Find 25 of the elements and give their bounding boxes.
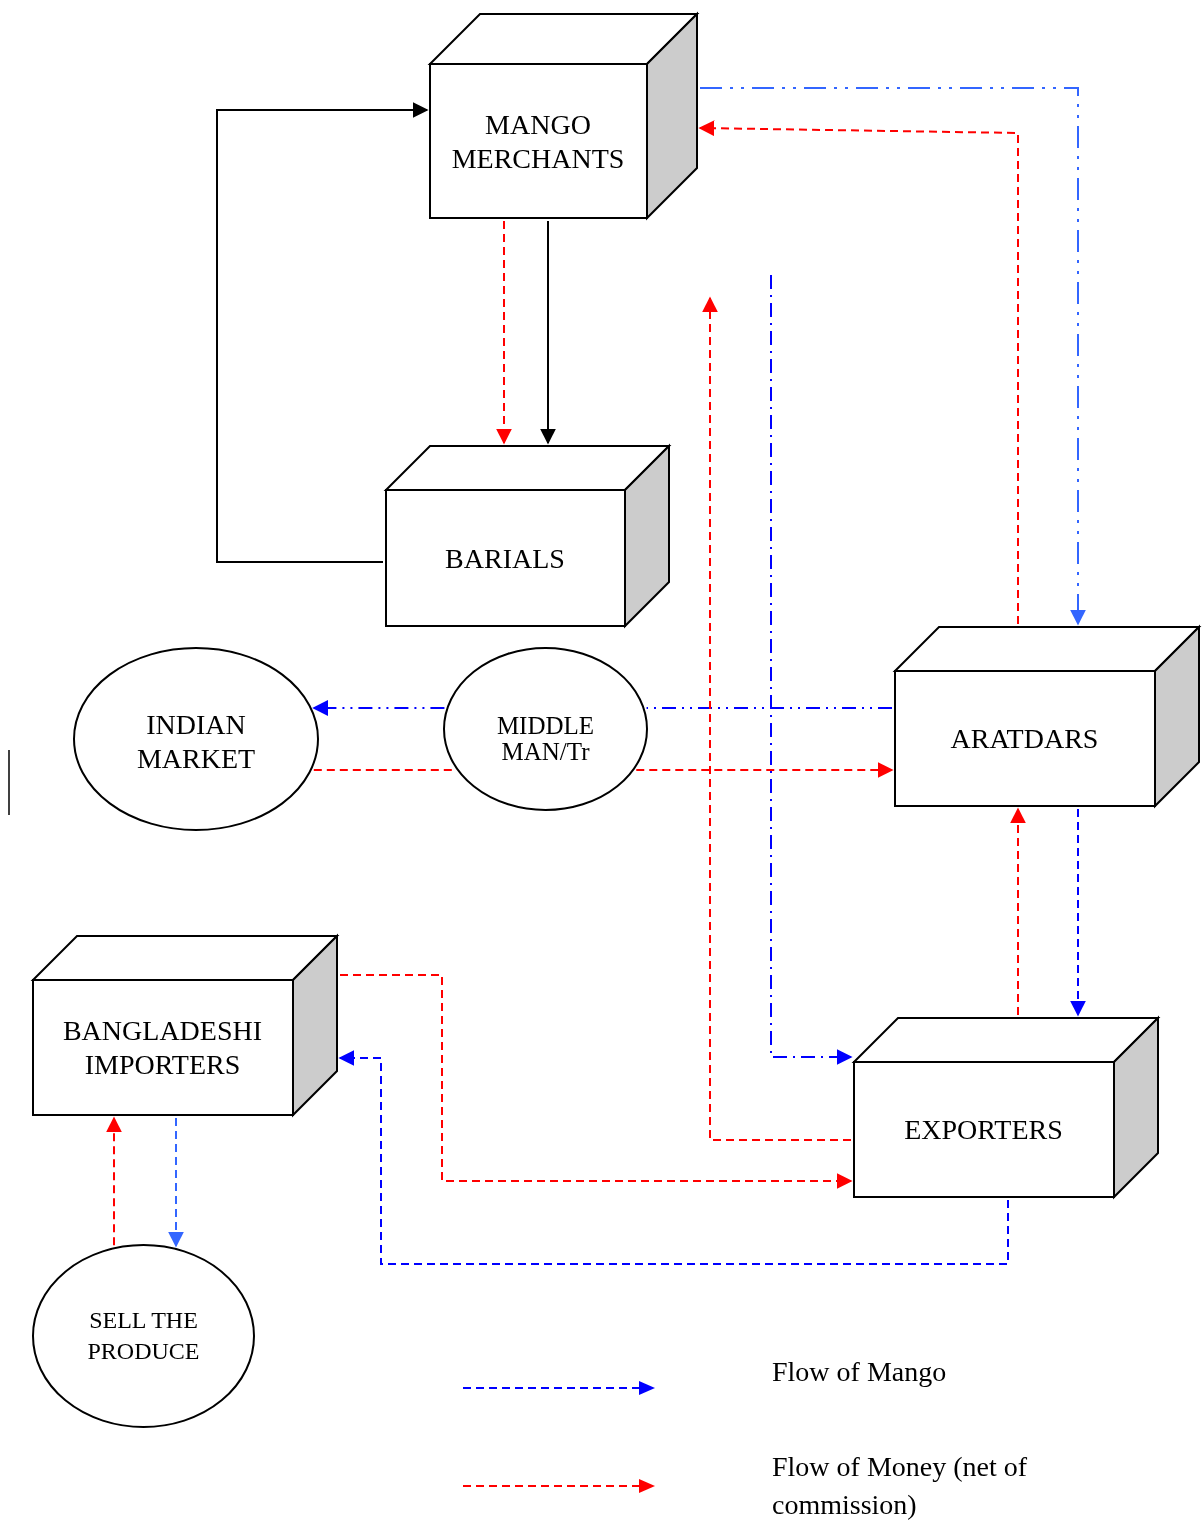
arrow: [770, 274, 853, 1065]
arrow: [168, 1117, 184, 1248]
connector-line: [645, 707, 893, 709]
arrow: [496, 220, 512, 445]
arrow: [699, 87, 1086, 626]
node-label: EXPORTERS: [904, 1113, 1063, 1147]
legend-text: Flow of Mango: [772, 1355, 948, 1389]
node-label: MANGO MERCHANTS: [450, 107, 626, 176]
arrow: [540, 220, 556, 445]
node-label: BANGLADESHI IMPORTERS: [61, 1014, 264, 1082]
arrow: [312, 700, 446, 716]
node-label: SELL THE PRODUCE: [86, 1306, 201, 1366]
arrow: [106, 1116, 122, 1247]
arrow: [702, 296, 852, 1141]
legend-text: Flow of Money (net of commission): [772, 1450, 1029, 1522]
node-label: BARIALS: [445, 541, 565, 576]
arrow: [698, 120, 1019, 625]
arrow: [1010, 807, 1026, 1016]
arrow: [216, 102, 429, 563]
arrow: [338, 1050, 1009, 1265]
arrow: [635, 762, 894, 778]
arrow: [1070, 808, 1086, 1017]
node-label: MIDDLE MAN/Tr: [495, 713, 596, 765]
node-label: ARATDARS: [950, 722, 1099, 756]
node-label: INDIAN MARKET: [135, 708, 257, 776]
